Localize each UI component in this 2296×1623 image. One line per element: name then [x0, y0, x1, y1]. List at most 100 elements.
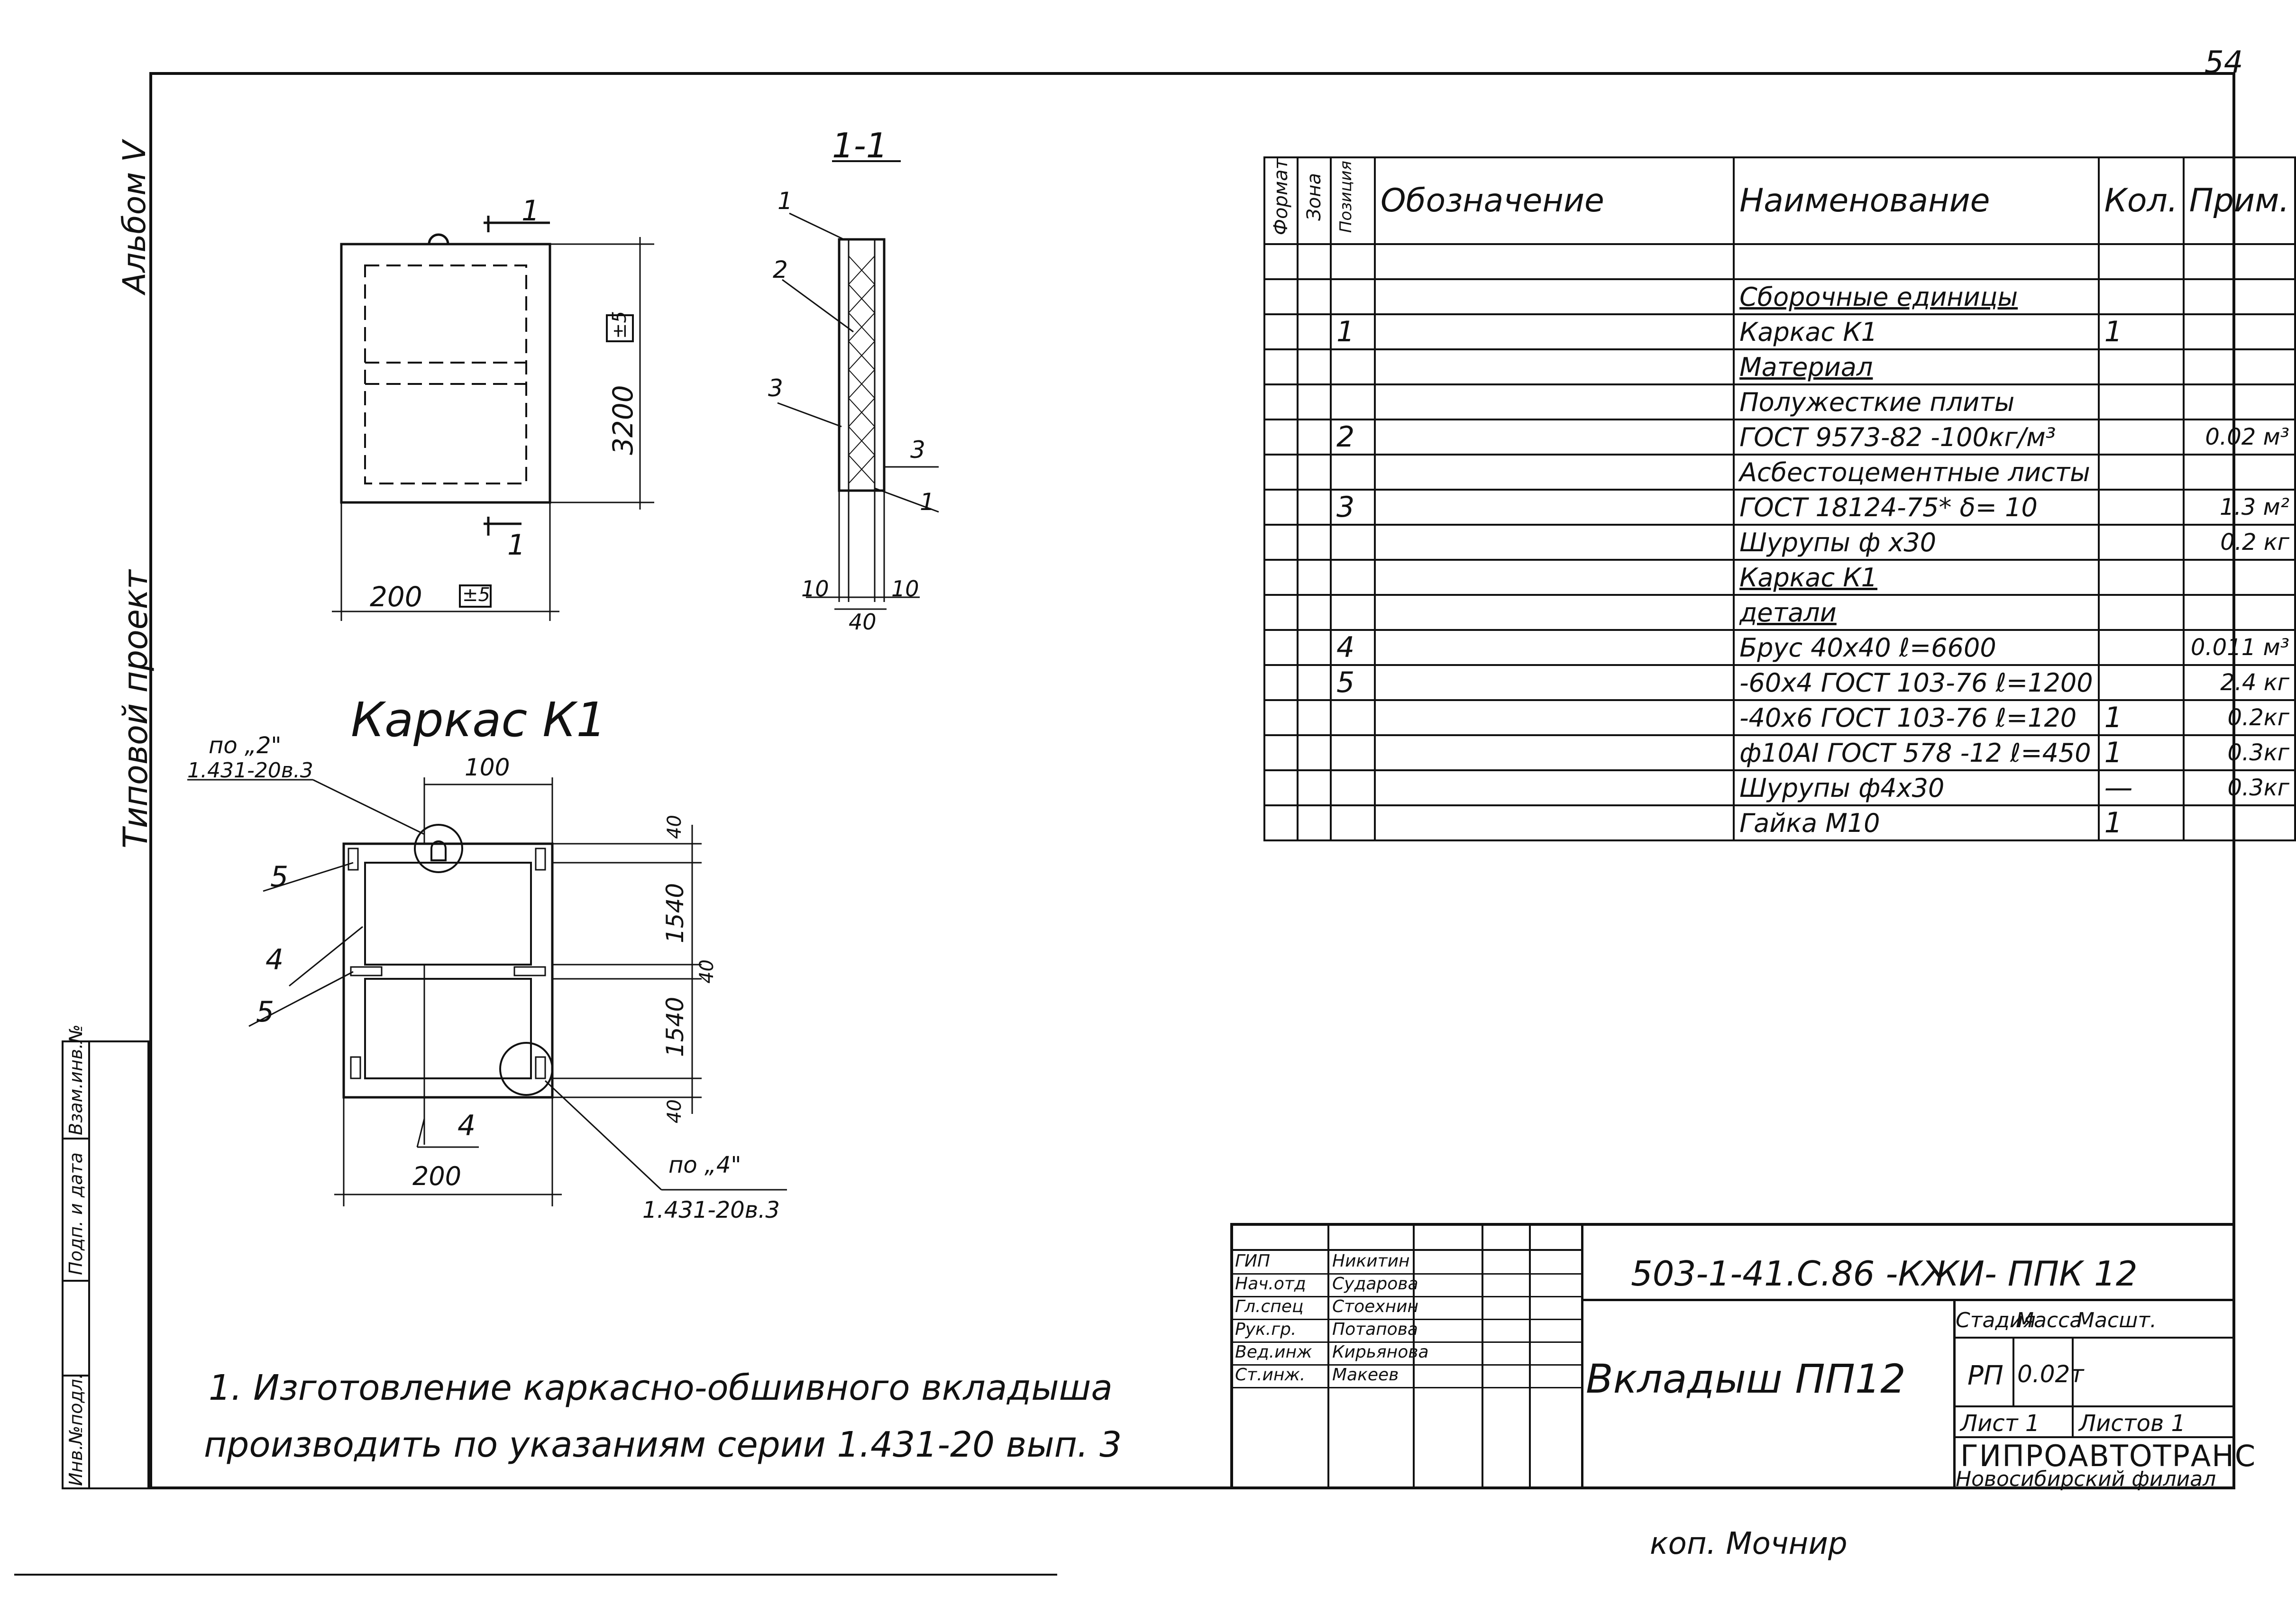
- sec-pos-1b: 1: [920, 488, 935, 516]
- spec-qty: [2097, 383, 2185, 421]
- stamp-divider: [2072, 1405, 2074, 1436]
- spec-name: Полужесткие плиты: [1733, 383, 2100, 421]
- spec-qty: [2097, 664, 2185, 702]
- spec-format: [1263, 804, 1299, 842]
- frame-title: Каркас К1: [351, 692, 606, 748]
- spec-row: [1263, 243, 2296, 281]
- spec-name: Брус 40х40 ℓ=6600: [1733, 629, 2100, 666]
- spec-pos: 1: [1330, 313, 1376, 351]
- doc-title: Вкладыш ПП12: [1586, 1356, 1906, 1402]
- frame-dim-40c: 40: [664, 1099, 686, 1123]
- spec-format: [1263, 594, 1299, 631]
- spec-designation: [1373, 559, 1735, 596]
- staff-name: Стоехнин: [1332, 1297, 1419, 1316]
- spec-format: [1263, 629, 1299, 666]
- frame-dim-40a: 40: [664, 815, 686, 839]
- spec-zone: [1297, 664, 1332, 702]
- spec-note: [2182, 278, 2296, 316]
- stamp-divider: [1413, 1223, 1415, 1489]
- spec-designation: [1373, 524, 1735, 561]
- hdr-pos: Позиция: [1330, 156, 1376, 246]
- spec-zone: [1297, 278, 1332, 316]
- spec-zone: [1297, 594, 1332, 631]
- spec-format: [1263, 383, 1299, 421]
- spec-name: детали: [1733, 594, 2100, 631]
- elevation-panel: [340, 243, 551, 504]
- spec-designation: [1373, 419, 1735, 456]
- sheets-label: Листов 1: [2079, 1410, 2186, 1437]
- spec-name: Шурупы ф x30: [1733, 524, 2100, 561]
- spec-format: [1263, 454, 1299, 491]
- copy-mark: коп. Мочнир: [1650, 1526, 1848, 1561]
- spec-format: [1263, 734, 1299, 772]
- spec-pos: [1330, 559, 1376, 596]
- spec-row: Шурупы ф x30 0.2 кг: [1263, 524, 2296, 561]
- spec-zone: [1297, 243, 1332, 281]
- spec-pos: [1330, 348, 1376, 386]
- spec-format: [1263, 243, 1299, 281]
- spec-designation: [1373, 699, 1735, 737]
- mass-value: 0.02т: [2017, 1360, 2084, 1388]
- staff-name: Кирьянова: [1332, 1342, 1429, 1362]
- spec-name: ГОСТ 9573-82 -100кг/м³: [1733, 419, 2100, 456]
- stamp-divider: [2012, 1337, 2014, 1405]
- section-title: 1-1: [832, 126, 888, 165]
- ref-bot-b: 1.431-20в.3: [642, 1197, 780, 1223]
- spec-format: [1263, 419, 1299, 456]
- staff-role: Ст.инж.: [1235, 1365, 1306, 1385]
- spec-pos: [1330, 734, 1376, 772]
- spec-note: [2182, 594, 2296, 631]
- stage-value: РП: [1967, 1360, 2003, 1391]
- staff-role: Вед.инж: [1235, 1342, 1312, 1362]
- title-block: [1230, 1223, 2235, 1489]
- spec-note: [2182, 243, 2296, 281]
- spec-qty: 1: [2097, 734, 2185, 772]
- spec-zone: [1297, 313, 1332, 351]
- spec-zone: [1297, 804, 1332, 842]
- staff-role: Гл.спец: [1235, 1297, 1304, 1316]
- spec-note: 0.3кг: [2182, 769, 2296, 807]
- spec-name: Сборочные единицы: [1733, 278, 2100, 316]
- spec-zone: [1297, 524, 1332, 561]
- frame-dim-1540b: 1540: [661, 996, 689, 1057]
- sheet-number: 54: [2205, 45, 2243, 80]
- spec-qty: 1: [2097, 313, 2185, 351]
- spec-name: ГОСТ 18124-75* δ= 10: [1733, 489, 2100, 526]
- spec-pos: 3: [1330, 489, 1376, 526]
- dim-3200: 3200: [607, 385, 639, 455]
- spec-pos: 2: [1330, 419, 1376, 456]
- spec-row: детали: [1263, 594, 2296, 631]
- spec-note: 2.4 кг: [2182, 664, 2296, 702]
- cut-label-top: 1: [521, 194, 540, 228]
- spec-row: 2 ГОСТ 9573-82 -100кг/м³ 0.02 м³: [1263, 419, 2296, 456]
- staff-divider: [1230, 1341, 1581, 1343]
- spec-format: [1263, 699, 1299, 737]
- staff-divider: [1230, 1273, 1581, 1275]
- spec-note: 0.02 м³: [2182, 419, 2296, 456]
- spec-pos: [1330, 524, 1376, 561]
- stage-header: Стадия: [1956, 1308, 2036, 1332]
- note-line-2: производить по указаниям серии 1.431-20 …: [204, 1424, 1122, 1465]
- stamp-divider: [1953, 1436, 2235, 1438]
- spec-pos: [1330, 594, 1376, 631]
- spec-name: -40х6 ГОСТ 103-76 ℓ=120: [1733, 699, 2100, 737]
- spec-zone: [1297, 769, 1332, 807]
- note-line-1: 1. Изготовление каркасно-обшивного вклад…: [209, 1368, 1113, 1408]
- spec-format: [1263, 489, 1299, 526]
- spec-row: Шурупы ф4х30—0.3кг: [1263, 769, 2296, 807]
- spec-qty: [2097, 524, 2185, 561]
- binder-divider: [62, 1375, 90, 1377]
- spec-qty: [2097, 278, 2185, 316]
- mass-header: Масса: [2016, 1308, 2083, 1332]
- tol-h: ±5: [609, 311, 631, 339]
- binder-divider: [62, 1138, 90, 1140]
- ref-top-a: по „2": [209, 732, 282, 759]
- spec-designation: [1373, 278, 1735, 316]
- spec-name: Асбестоцементные листы: [1733, 454, 2100, 491]
- spec-format: [1263, 769, 1299, 807]
- spec-note: 0.2 кг: [2182, 524, 2296, 561]
- spec-note: [2182, 559, 2296, 596]
- spec-qty: [2097, 454, 2185, 491]
